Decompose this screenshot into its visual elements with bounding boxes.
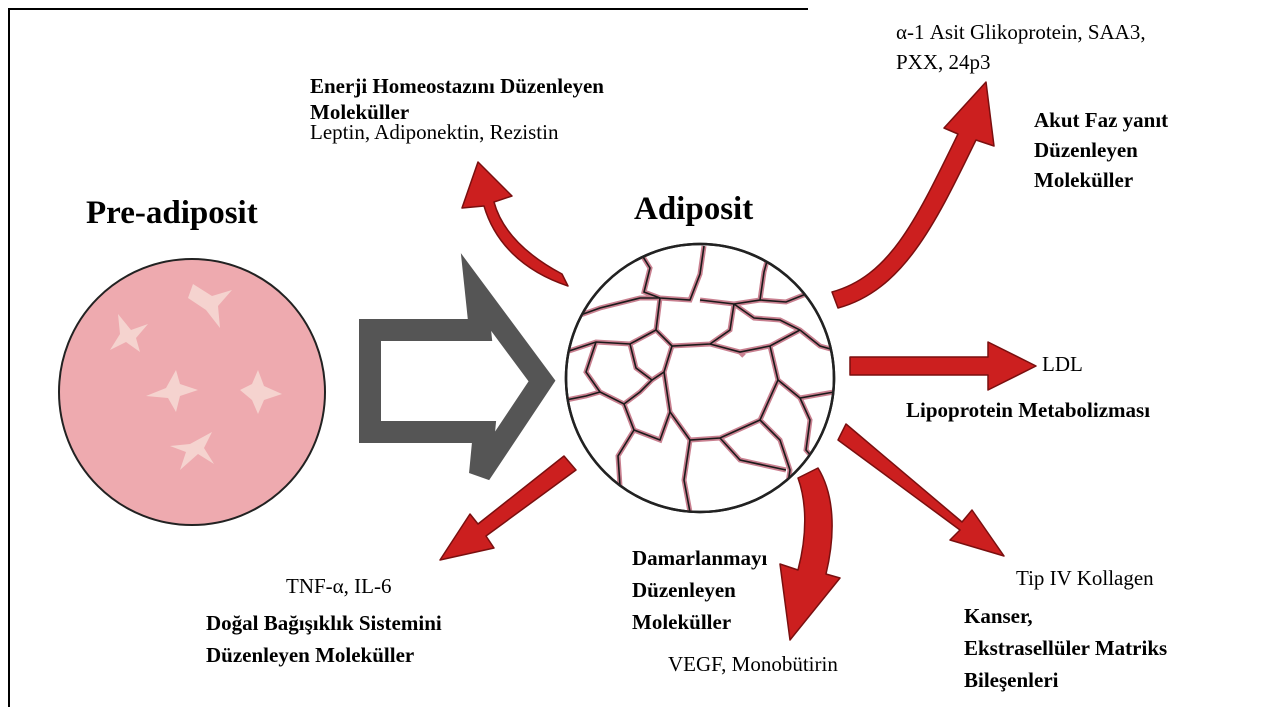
title-preadipocyte: Pre-adiposit bbox=[86, 194, 258, 234]
vascular-heading-line1: Damarlanmayı bbox=[632, 546, 767, 571]
vascular-molecules: VEGF, Monobütirin bbox=[668, 652, 838, 677]
immune-molecules: TNF-α, IL-6 bbox=[286, 574, 391, 599]
arrow-immune bbox=[440, 456, 576, 560]
acute-heading-line1: Akut Faz yanıt bbox=[1034, 108, 1168, 133]
lipoprotein-heading: Lipoprotein Metabolizması bbox=[906, 398, 1150, 423]
vascular-heading-line3: Moleküller bbox=[632, 610, 731, 635]
arrow-acute-phase bbox=[832, 82, 994, 308]
arrow-lipoprotein bbox=[850, 342, 1036, 390]
title-adipocyte: Adiposit bbox=[634, 190, 753, 230]
energy-molecules: Leptin, Adiponektin, Rezistin bbox=[310, 120, 558, 145]
arrow-matrix bbox=[838, 424, 1004, 556]
vascular-heading-line2: Düzenleyen bbox=[632, 578, 736, 603]
energy-heading-line1: Enerji Homeostazını Düzenleyen bbox=[310, 74, 604, 99]
matrix-heading-line1: Kanser, bbox=[964, 604, 1033, 629]
immune-heading-line1: Doğal Bağışıklık Sistemini bbox=[206, 611, 442, 636]
acute-heading-line3: Moleküller bbox=[1034, 168, 1133, 193]
matrix-molecule: Tip IV Kollagen bbox=[1016, 566, 1154, 591]
adipocyte-disk bbox=[566, 244, 834, 512]
immune-heading-line2: Düzenleyen Moleküller bbox=[206, 643, 414, 668]
differentiation-arrow bbox=[370, 292, 542, 474]
arrow-vascular bbox=[780, 468, 840, 640]
acute-heading-line2: Düzenleyen bbox=[1034, 138, 1138, 163]
lipoprotein-molecule: LDL bbox=[1042, 352, 1083, 377]
arrow-energy bbox=[462, 162, 568, 286]
matrix-heading-line2: Ekstrasellüler Matriks bbox=[964, 636, 1167, 661]
acute-molecules-line1: α-1 Asit Glikoprotein, SAA3, bbox=[896, 20, 1146, 45]
matrix-heading-line3: Bileşenleri bbox=[964, 668, 1058, 693]
acute-molecules-line2: PXX, 24p3 bbox=[896, 50, 991, 75]
